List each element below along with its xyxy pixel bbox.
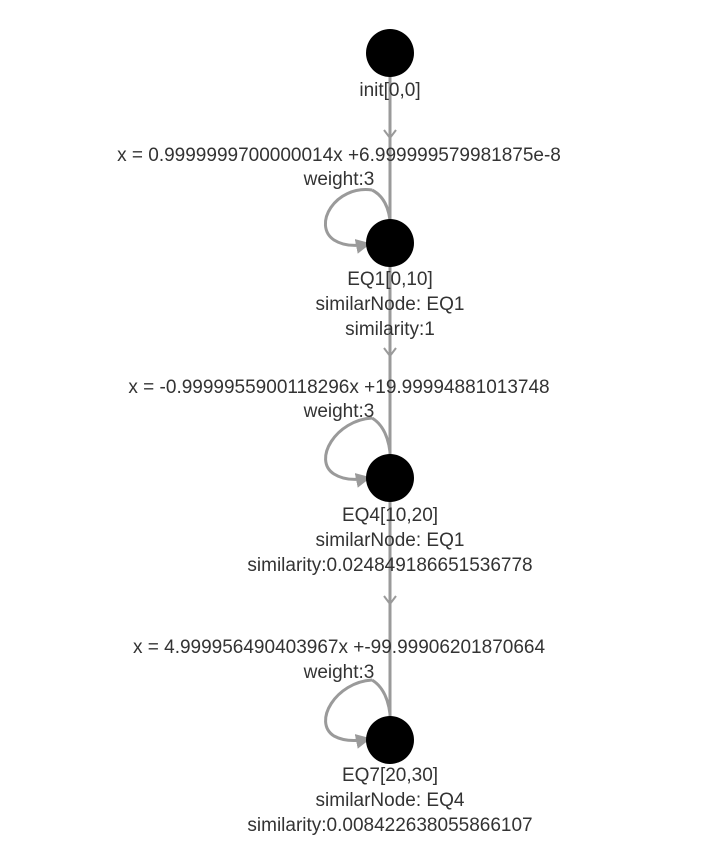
node-label-init: init[0,0]: [359, 80, 420, 101]
node-eq7[interactable]: [366, 716, 414, 764]
edges-layer: [323, 53, 397, 749]
edge-equation-2: x = -0.9999955900118296x +19.99994881013…: [128, 377, 549, 398]
node-similar-eq7: similarNode: EQ4: [316, 790, 465, 811]
node-eq4[interactable]: [366, 454, 414, 502]
edge-weight-2: weight:3: [303, 401, 375, 422]
node-similarity-eq1: similarity:1: [345, 319, 435, 340]
edge-labels: x = 0.9999999700000014x +6.9999995799818…: [117, 145, 561, 683]
node-labels: init[0,0] EQ1[0,10] similarNode: EQ1 sim…: [247, 80, 532, 836]
edge-equation-3: x = 4.999956490403967x +-99.999062018706…: [133, 637, 545, 658]
edge-equation-1: x = 0.9999999700000014x +6.9999995799818…: [117, 145, 561, 166]
edge-arrow-2: [383, 347, 397, 358]
node-label-eq1: EQ1[0,10]: [347, 269, 433, 290]
self-loop-eq4: [324, 416, 373, 488]
edge-weight-1: weight:3: [303, 169, 375, 190]
node-similarity-eq4: similarity:0.024849186651536778: [247, 555, 532, 576]
node-similar-eq1: similarNode: EQ1: [316, 294, 465, 315]
edge-arrow-1: [383, 129, 397, 140]
node-label-eq7: EQ7[20,30]: [342, 765, 438, 786]
loop-tail-eq7: [371, 678, 392, 715]
loop-tail-eq4: [371, 416, 392, 453]
edge-weight-3: weight:3: [303, 662, 375, 683]
node-init[interactable]: [366, 29, 414, 77]
nodes-layer: [366, 29, 414, 764]
self-loop-eq1: [323, 188, 373, 254]
loop-tail-eq1: [371, 188, 392, 221]
node-label-eq4: EQ4[10,20]: [342, 505, 438, 526]
node-eq1[interactable]: [366, 219, 414, 267]
node-similar-eq4: similarNode: EQ1: [316, 530, 465, 551]
node-similarity-eq7: similarity:0.008422638055866107: [247, 815, 532, 836]
edge-arrow-3: [383, 595, 397, 606]
self-loop-eq7: [324, 678, 373, 749]
